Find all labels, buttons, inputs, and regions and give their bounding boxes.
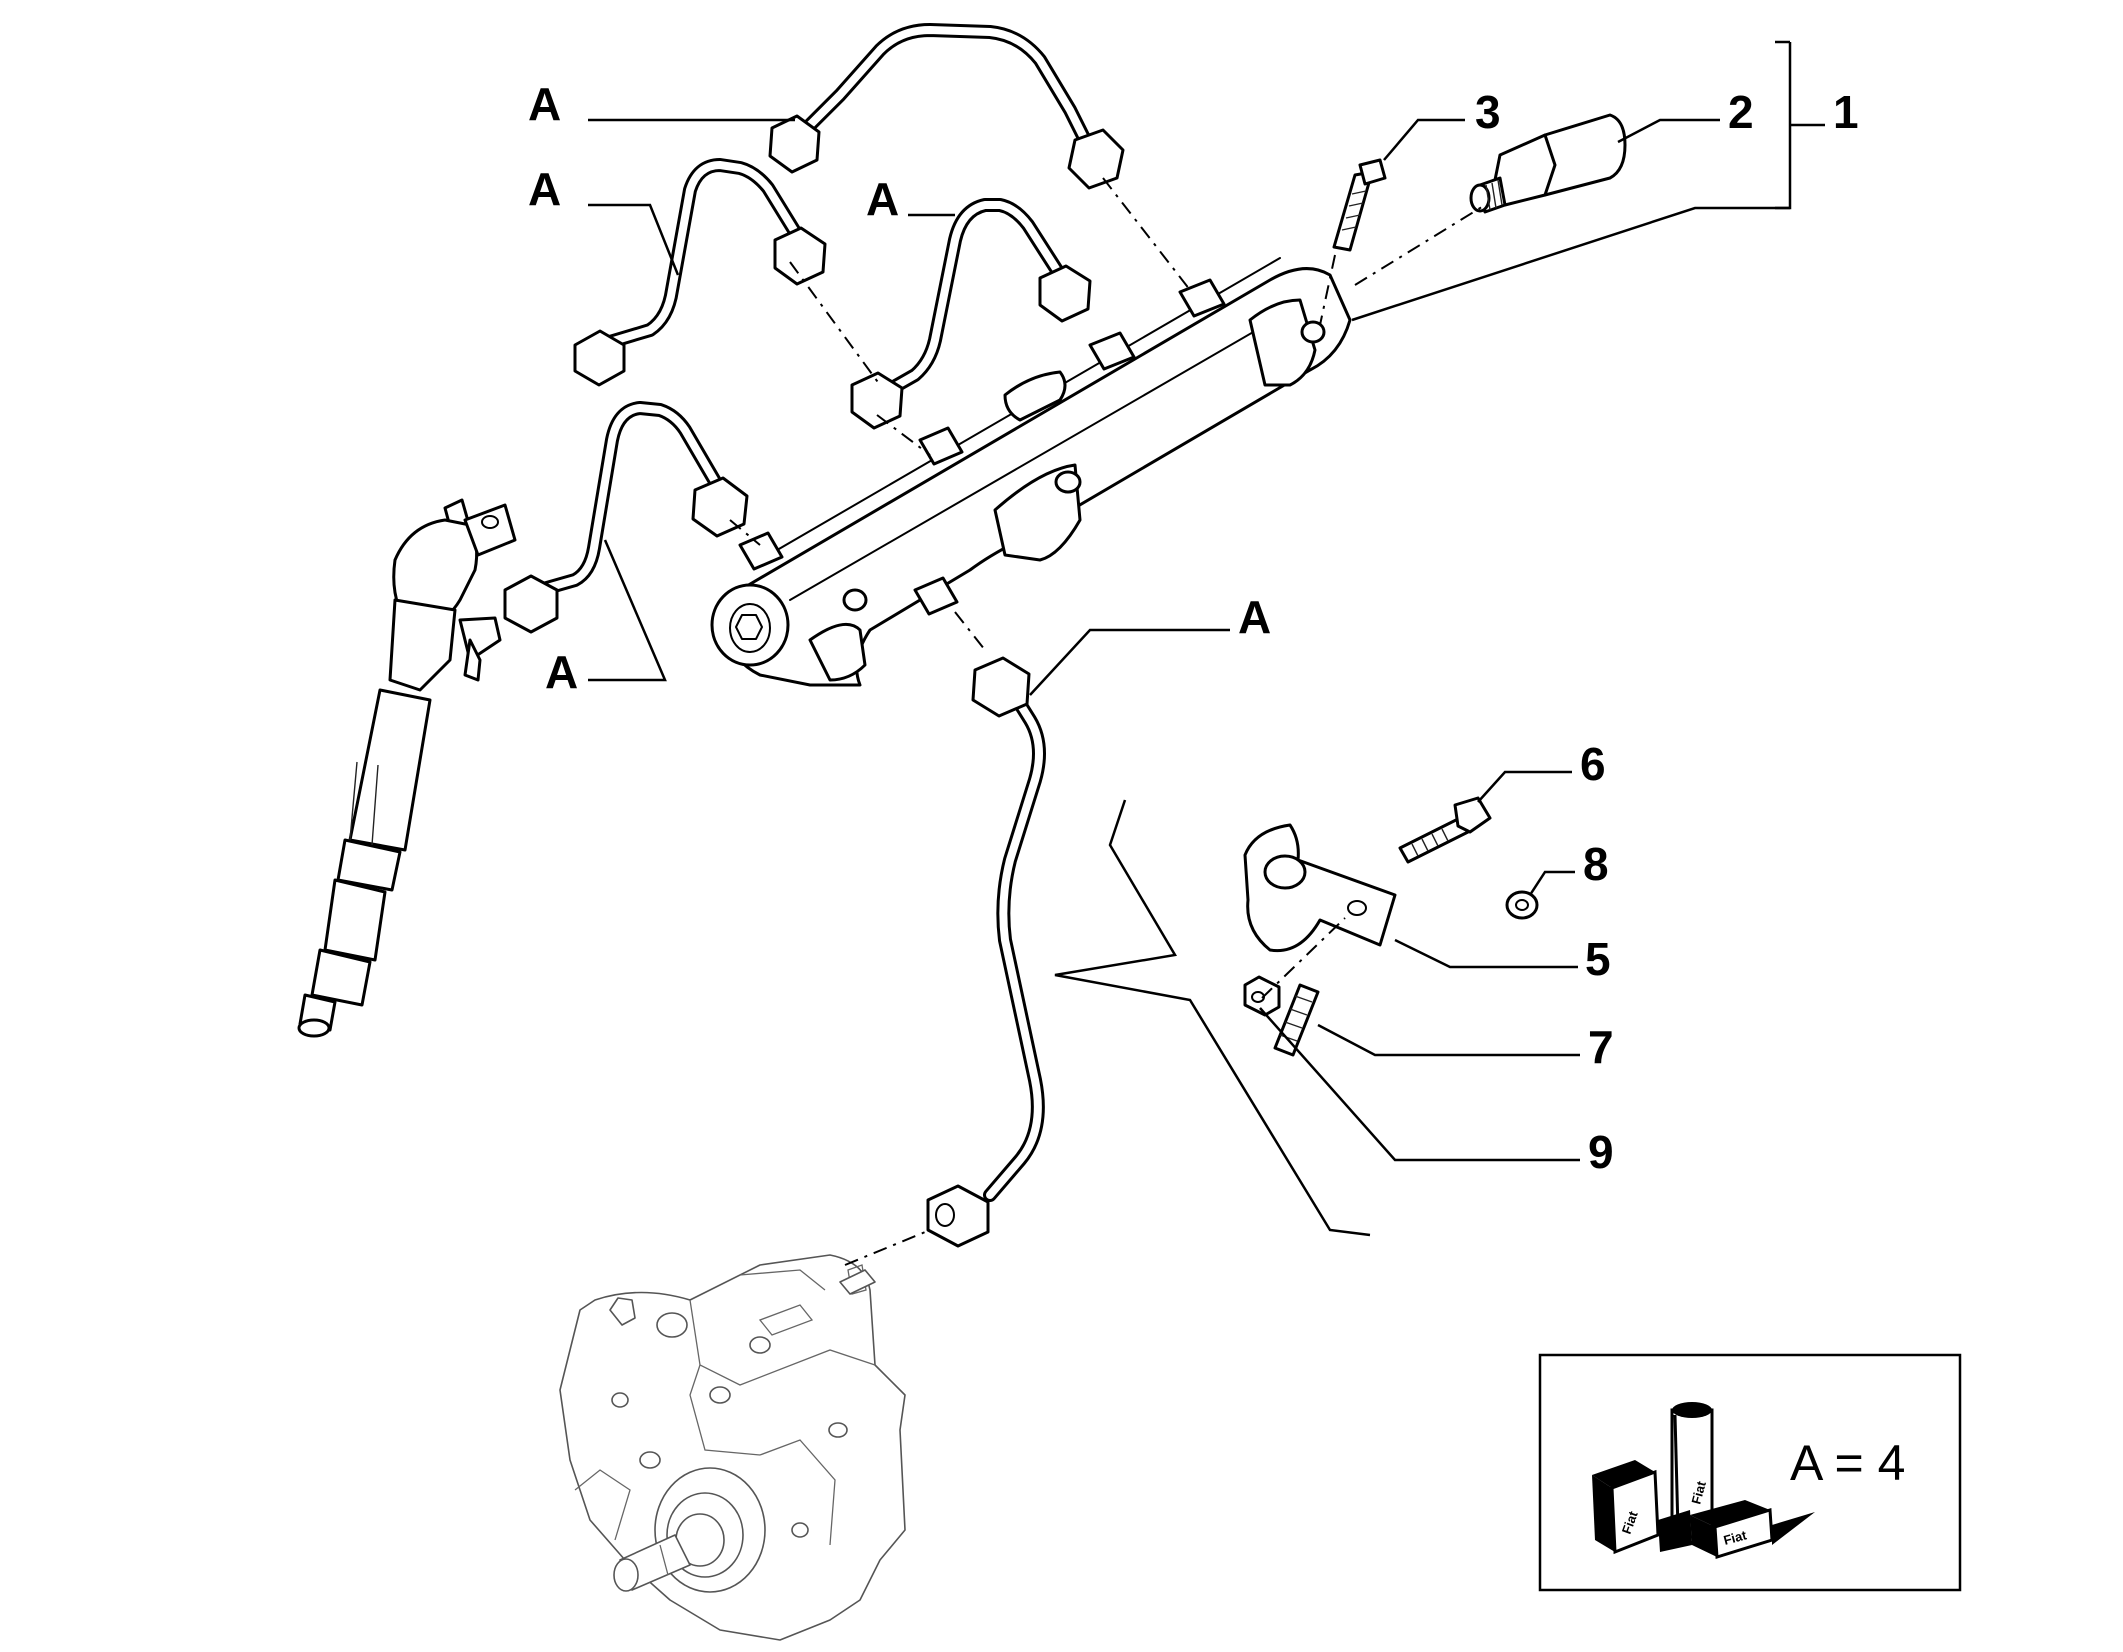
callout-a-left-lower: A — [545, 646, 578, 698]
callout-9: 9 — [1588, 1126, 1614, 1178]
stud[interactable] — [1273, 983, 1320, 1057]
mounting-bracket[interactable] — [1243, 823, 1397, 953]
quantity-legend: Fiat Fiat Fiat A = 4 — [1538, 1353, 1962, 1592]
bracket-bolt[interactable] — [1398, 796, 1492, 864]
callout-a-left-upper: A — [528, 163, 561, 215]
package-brand-flat-box: Fiat — [1722, 1527, 1749, 1548]
callout-7: 7 — [1588, 1021, 1614, 1073]
callout-6: 6 — [1580, 738, 1606, 790]
rail-plug-bolt[interactable] — [1332, 158, 1387, 252]
injection-pipe-top[interactable] — [768, 23, 1125, 190]
callout-1: 1 — [1833, 86, 1859, 138]
callout-a-top: A — [528, 78, 561, 130]
callout-2: 2 — [1728, 86, 1754, 138]
quantity-text: A = 4 — [1790, 1435, 1905, 1491]
callout-a-middle: A — [866, 173, 899, 225]
callout-3: 3 — [1475, 86, 1501, 138]
high-pressure-pump — [559, 1254, 906, 1641]
break-bracket — [1054, 799, 1371, 1237]
nut[interactable] — [1243, 975, 1281, 1017]
rail-pressure-sensor[interactable] — [1469, 113, 1627, 214]
leader-lines — [588, 40, 1825, 1162]
injection-pipe-left-upper[interactable] — [573, 158, 827, 387]
high-pressure-pipe-pump[interactable] — [926, 656, 1046, 1248]
injection-pipe-middle[interactable] — [850, 198, 1092, 430]
callout-a-pump-pipe: A — [1238, 591, 1271, 643]
injection-pipe-left-lower[interactable] — [503, 401, 749, 634]
assembly-dash-lines — [729, 177, 1486, 1266]
package-brand-cylinder: Fiat — [1688, 1479, 1709, 1506]
fuel-rail[interactable] — [710, 257, 1352, 687]
washer[interactable] — [1505, 890, 1539, 920]
injector — [297, 498, 517, 1038]
callout-8: 8 — [1583, 838, 1609, 890]
callout-5: 5 — [1585, 933, 1611, 985]
fiat-parts-package-icon: Fiat Fiat Fiat — [1592, 1402, 1815, 1559]
